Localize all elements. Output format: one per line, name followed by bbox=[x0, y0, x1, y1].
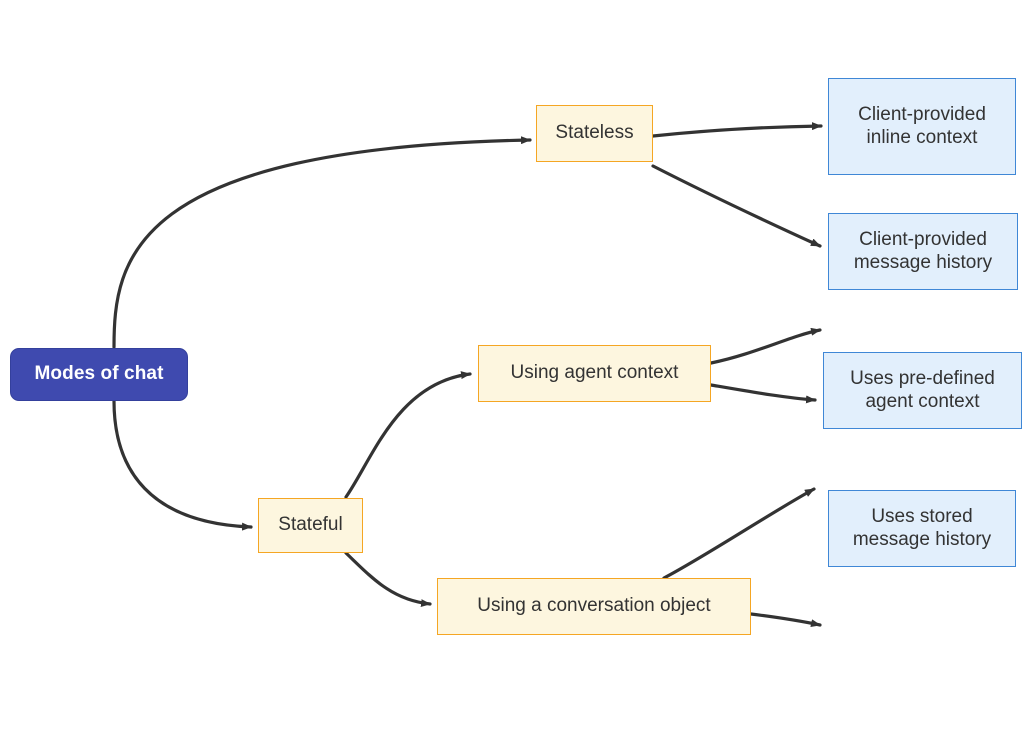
node-inline-context[interactable]: Client-provided inline context bbox=[828, 78, 1016, 175]
node-label-root: Modes of chat bbox=[34, 363, 164, 385]
node-label-stateful: Stateful bbox=[278, 514, 343, 536]
node-stored-message-history[interactable]: Uses stored message history bbox=[828, 490, 1016, 567]
node-label-stored-message-history: Uses stored message history bbox=[852, 506, 992, 550]
node-label-stateless: Stateless bbox=[555, 122, 634, 144]
edge-agent-context-predefined bbox=[709, 383, 817, 404]
node-stateless[interactable]: Stateless bbox=[536, 105, 653, 162]
node-conversation-object[interactable]: Using a conversation object bbox=[437, 578, 751, 635]
node-label-predefined-agent-context: Uses pre-defined agent context bbox=[850, 368, 995, 412]
node-label-message-history: Client-provided message history bbox=[853, 229, 993, 273]
node-message-history[interactable]: Client-provided message history bbox=[828, 213, 1018, 290]
edge-stateful-agent-context bbox=[344, 371, 472, 499]
edge-conversation-object-predefined bbox=[662, 487, 816, 580]
edge-root-stateful bbox=[112, 399, 253, 531]
node-stateful[interactable]: Stateful bbox=[258, 498, 363, 553]
edge-stateful-conversation-object bbox=[344, 551, 432, 608]
node-agent-context[interactable]: Using agent context bbox=[478, 345, 711, 402]
edge-stateless-message-history bbox=[651, 164, 822, 248]
edge-agent-context-message-history bbox=[709, 327, 822, 365]
node-label-conversation-object: Using a conversation object bbox=[477, 595, 711, 617]
edge-conversation-object-stored bbox=[749, 612, 822, 628]
node-label-inline-context: Client-provided inline context bbox=[858, 104, 986, 148]
node-label-agent-context: Using agent context bbox=[510, 362, 679, 384]
edge-root-stateless bbox=[112, 136, 532, 349]
edge-stateless-inline bbox=[651, 122, 823, 138]
node-root[interactable]: Modes of chat bbox=[10, 348, 188, 401]
node-predefined-agent-context[interactable]: Uses pre-defined agent context bbox=[823, 352, 1022, 429]
